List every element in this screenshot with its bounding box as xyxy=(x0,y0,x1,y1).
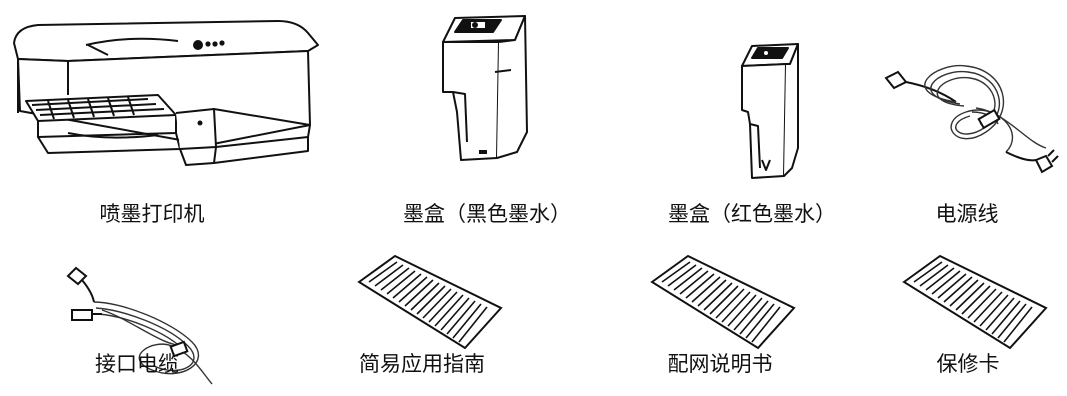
interface-cable-icon xyxy=(62,262,222,392)
item-label: 墨盒（红色墨水） xyxy=(668,202,836,226)
ink-cartridge-red-icon xyxy=(736,40,826,180)
item-label: 电源线 xyxy=(935,202,999,226)
ink-cartridge-black-icon xyxy=(435,12,545,162)
quick-guide-sheet-icon xyxy=(355,252,505,352)
item-label: 喷墨打印机 xyxy=(99,202,205,226)
inkjet-printer-icon xyxy=(8,15,338,185)
network-manual-sheet-icon xyxy=(648,252,798,352)
power-cord-icon xyxy=(876,52,1056,182)
warranty-card-sheet-icon xyxy=(900,252,1050,352)
item-label: 保修卡 xyxy=(936,352,1000,376)
item-label: 简易应用指南 xyxy=(359,352,485,376)
item-label: 配网说明书 xyxy=(667,352,773,376)
item-label: 接口电缆 xyxy=(95,352,179,376)
item-label: 墨盒（黑色墨水） xyxy=(403,202,571,226)
